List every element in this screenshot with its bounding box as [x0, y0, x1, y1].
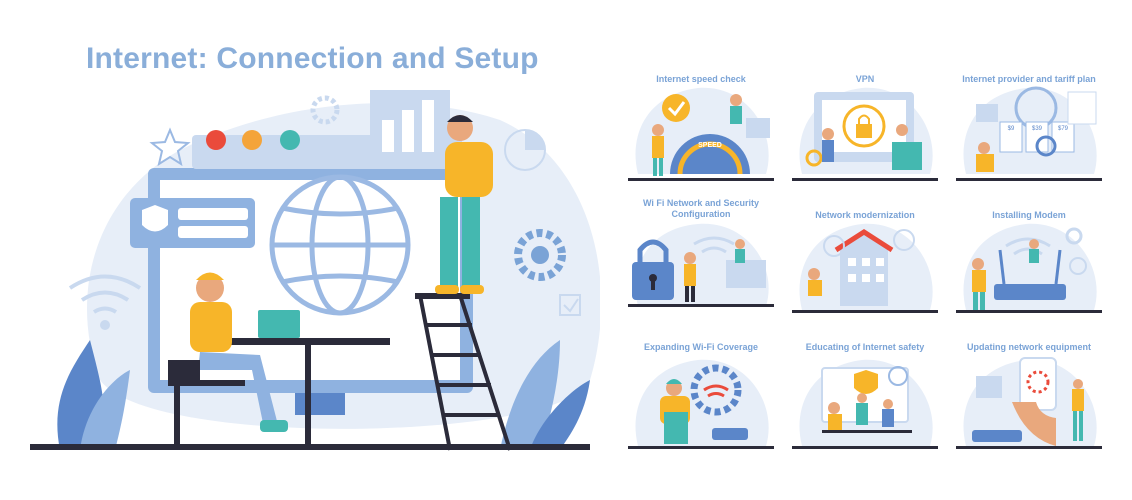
wifi-icon — [693, 236, 735, 254]
tile-internet-provider: Internet provider and tariff plan $9 $39… — [956, 74, 1102, 186]
tile-title: Installing Modem — [992, 210, 1066, 220]
speed-label: SPEED — [698, 142, 722, 149]
hand — [1012, 402, 1056, 446]
chair — [168, 360, 245, 450]
window-dot-teal — [280, 130, 300, 150]
tile-title: VPN — [855, 74, 875, 84]
check-icon — [662, 94, 690, 122]
key-icon — [805, 149, 823, 167]
star-icon — [149, 127, 191, 167]
globe-icon — [269, 174, 411, 316]
wifi-badge-icon — [893, 229, 915, 251]
globe-icon — [823, 235, 845, 257]
desk — [230, 338, 390, 345]
globe-icon — [1069, 257, 1087, 275]
tile-internet-safety: Educating of Internet safety — [792, 342, 938, 454]
tile-title: Internet provider and tariff plan — [962, 74, 1096, 84]
price-3: $79 — [1057, 126, 1068, 132]
router — [712, 428, 748, 440]
tile-internet-speed-check: Internet speed check SPEED — [628, 74, 774, 186]
tile-wifi-security: Wi Fi Network and Security Configuration — [628, 198, 774, 310]
gear-icon-small — [310, 95, 340, 125]
price-2: $39 — [1031, 126, 1042, 132]
building — [840, 234, 888, 306]
shield-icon — [854, 370, 878, 394]
floor-line — [30, 444, 590, 450]
tile-network-modernization: Network modernization — [792, 210, 938, 322]
laptop — [258, 310, 300, 338]
monitor-stand — [295, 393, 345, 415]
globe-icon — [842, 104, 886, 148]
loading-icon — [1026, 370, 1050, 394]
tile-title: Internet speed check — [656, 74, 746, 84]
hero-illustration — [30, 90, 600, 451]
checkbox-icon — [559, 294, 581, 316]
tile-title: Wi Fi Network and Security Configuration — [643, 198, 759, 219]
price-card — [999, 121, 1023, 153]
speedometer-icon — [670, 134, 750, 174]
tile-expanding-wifi: Expanding Wi-Fi Coverage — [628, 342, 774, 454]
tile-title: Expanding Wi-Fi Coverage — [644, 342, 758, 352]
globe-icon — [888, 366, 908, 386]
tile-title: Updating network equipment — [966, 342, 1091, 352]
tile-vpn: VPN — [792, 74, 938, 186]
window-dot-orange — [242, 130, 262, 150]
tile-updating-equipment: Updating network equipment — [956, 342, 1102, 454]
gear-icon — [1065, 227, 1083, 245]
window-dot-red — [206, 130, 226, 150]
tile-title: Educating of Internet safety — [805, 342, 925, 352]
gear-icon — [690, 364, 742, 416]
tile-title: Network modernization — [815, 210, 915, 220]
tile-installing-modem: Installing Modem — [956, 210, 1102, 322]
gear-icon — [514, 229, 566, 281]
modem — [994, 284, 1066, 300]
standing-man — [435, 115, 493, 294]
shield-icon — [142, 205, 168, 232]
router — [972, 430, 1022, 442]
wifi-icon — [68, 274, 142, 314]
page-title: Internet: Connection and Setup — [86, 42, 539, 75]
price-card — [1051, 121, 1075, 153]
lock-icon — [856, 124, 872, 138]
price-1: $9 — [1007, 126, 1015, 132]
magnifier-icon — [1035, 135, 1057, 157]
seated-technician — [190, 272, 288, 432]
wifi-icon — [1005, 237, 1051, 256]
ladder — [418, 294, 512, 451]
wifi-icon — [703, 384, 729, 398]
